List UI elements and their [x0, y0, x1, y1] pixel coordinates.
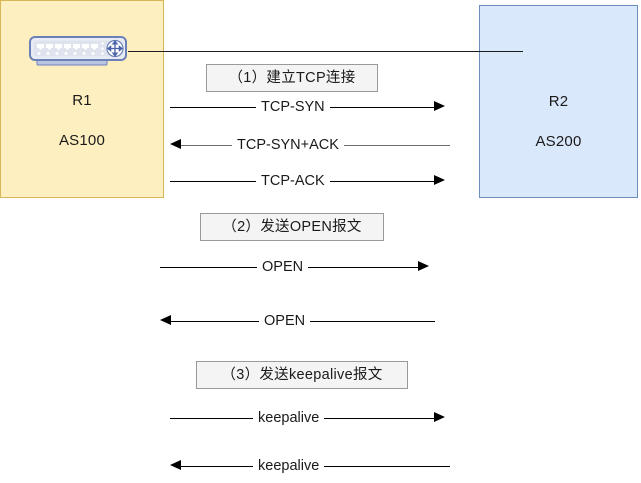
message-row-tcp-syn-ack: TCP-SYN+ACK [170, 134, 450, 156]
arrowhead-right-icon [434, 101, 445, 111]
step-label-2[interactable]: （2）发送OPEN报文 [200, 213, 384, 241]
zone-label-name-right: R2 [548, 93, 569, 110]
step-label-3[interactable]: （3）发送keepalive报文 [196, 361, 408, 389]
message-row-open-out: OPEN [160, 256, 435, 278]
message-label-keepalive-out: keepalive [253, 407, 325, 429]
zone-label-asn-right: AS200 [535, 133, 582, 150]
router-icon[interactable] [29, 35, 129, 67]
message-row-keepalive-out: keepalive [170, 407, 450, 429]
arrowhead-left-icon [170, 139, 181, 149]
message-row-open-in: OPEN [160, 310, 435, 332]
arrowhead-right-icon [434, 412, 445, 422]
as-zone-right[interactable]: R2 AS200 [479, 5, 638, 198]
zone-label-asn-left: AS100 [58, 132, 106, 149]
arrowhead-right-icon [434, 175, 445, 185]
message-label-keepalive-in: keepalive [253, 455, 325, 477]
as-zone-left[interactable]: R1 AS100 [0, 0, 164, 198]
arrowhead-right-icon [418, 261, 429, 271]
arrowhead-left-icon [170, 460, 181, 470]
message-label-open-in: OPEN [259, 310, 311, 332]
zone-label-name-left: R1 [72, 92, 92, 109]
message-row-tcp-syn: TCP-SYN [170, 96, 450, 118]
message-label-tcp-syn-ack: TCP-SYN+ACK [232, 134, 344, 156]
message-label-tcp-ack: TCP-ACK [256, 170, 330, 192]
physical-link-line [128, 51, 523, 52]
message-row-tcp-ack: TCP-ACK [170, 170, 450, 192]
message-row-keepalive-in: keepalive [170, 455, 450, 477]
arrowhead-left-icon [160, 315, 171, 325]
step-label-1[interactable]: （1）建立TCP连接 [206, 64, 378, 92]
message-label-open-out: OPEN [257, 256, 309, 278]
message-label-tcp-syn: TCP-SYN [256, 96, 330, 118]
